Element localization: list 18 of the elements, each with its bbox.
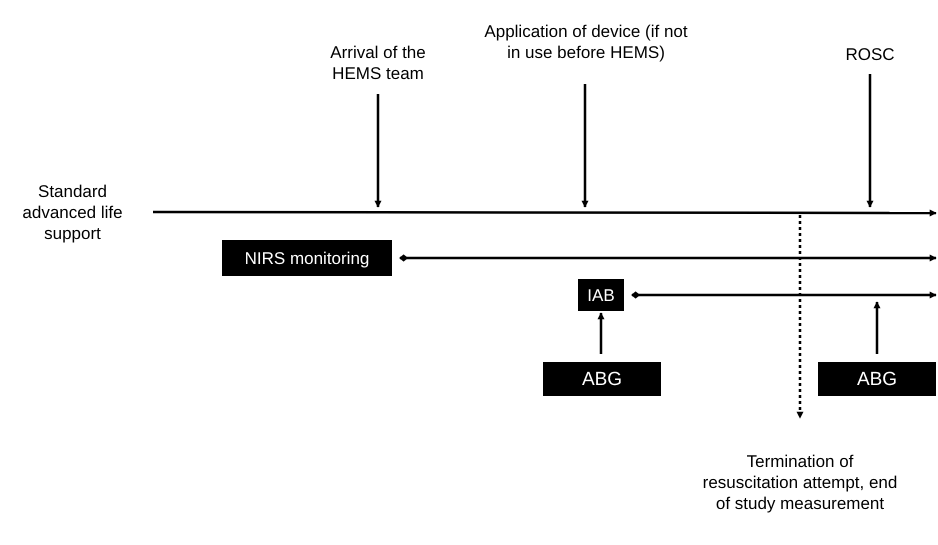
arrow [874, 301, 880, 354]
arrow [866, 74, 874, 208]
monitoring-arrow [631, 291, 937, 299]
arrow [598, 312, 604, 354]
event-box: ABG [543, 362, 661, 396]
event-box: ABG [818, 362, 936, 396]
monitoring-arrow [399, 254, 937, 262]
timeline-arrow [153, 210, 937, 216]
event-label: Arrival of the HEMS team [310, 40, 446, 86]
event-label: Termination of resuscitation attempt, end of study measurement [700, 420, 900, 544]
arrow [374, 94, 382, 208]
event-label: ROSC [835, 42, 905, 66]
dotted-arrow [796, 215, 804, 419]
event-box: NIRS monitoring [222, 240, 392, 276]
event-label: Application of device (if not in use before HEMS) [480, 8, 692, 76]
arrow [582, 84, 588, 208]
event-label: Standard advanced life support [0, 178, 145, 246]
event-box: IAB [578, 279, 624, 311]
